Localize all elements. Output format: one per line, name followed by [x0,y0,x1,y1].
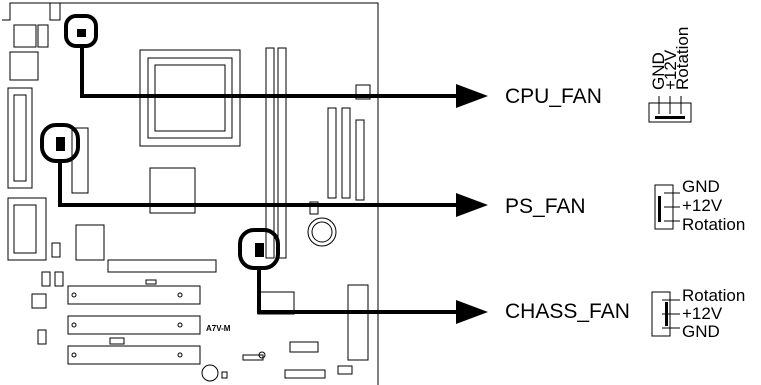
header [145,279,157,285]
board-fan-headers [56,29,264,257]
cpu-fan-pinout [648,96,692,123]
southbridge-chip [75,224,105,261]
battery [307,217,337,247]
chass-fan-label: CHASS_FAN [505,300,630,323]
ps-fan-leader [58,161,458,207]
io-port [7,87,33,189]
header [337,365,353,375]
ps-fan-header [56,137,65,151]
chass-fan-arrow [456,300,488,324]
northbridge-chip [149,167,196,214]
io-port [13,94,27,182]
cpu-fan-pin-rotation: Rotation [673,26,692,90]
bios-chip [71,127,89,194]
buzzer [201,364,219,382]
ps-fan-label: PS_FAN [505,195,586,218]
small-component [37,329,47,345]
small-component [309,201,319,215]
pci-slot [67,315,201,335]
io-port [13,24,37,48]
header [289,341,319,353]
ps-fan-arrow [456,193,488,217]
ps-fan-pin-12v: +12V [682,196,723,215]
ps-fan-pin-rotation: Rotation [682,215,746,234]
io-port [37,24,49,48]
small-component [41,271,51,287]
cpu-fan-leader [80,46,458,98]
chass-fan-header [255,243,264,257]
small-component [54,271,64,287]
pci-slot [67,285,201,305]
small-component [31,293,47,309]
board-model-label: A7V-M [206,324,231,333]
memory-slot [277,47,287,259]
chass-fan-pinout [651,291,680,337]
pci-slot [67,345,201,365]
leader-lines [58,46,458,314]
highlight-circles [40,14,280,270]
board-notch [49,3,61,21]
chass-fan-leader [257,268,458,314]
arrow-heads [456,84,488,324]
cpu-fan-label: CPU_FAN [505,85,602,108]
small-component [51,242,61,258]
header [109,337,125,345]
ps-fan-pinout [654,184,680,230]
io-port [9,51,39,81]
ide-connector [341,107,351,199]
ide-connector [327,107,337,199]
chass-fan-pin-12v: +12V [682,304,723,323]
floppy-connector [355,119,365,201]
cpu-fan-header [77,29,86,37]
memory-slot [265,47,275,259]
header [284,369,326,379]
chass-fan-pin-rotation: Rotation [682,286,746,305]
chass-fan-pin-gnd: GND [682,322,720,341]
io-port [7,197,47,261]
io-port [13,204,37,254]
cpu-fan-arrow [456,84,488,108]
power-connector [347,284,369,361]
ps-fan-pin-gnd: GND [682,177,720,196]
agp-slot [107,259,217,273]
board-outline [2,2,379,385]
small-component [355,84,371,100]
